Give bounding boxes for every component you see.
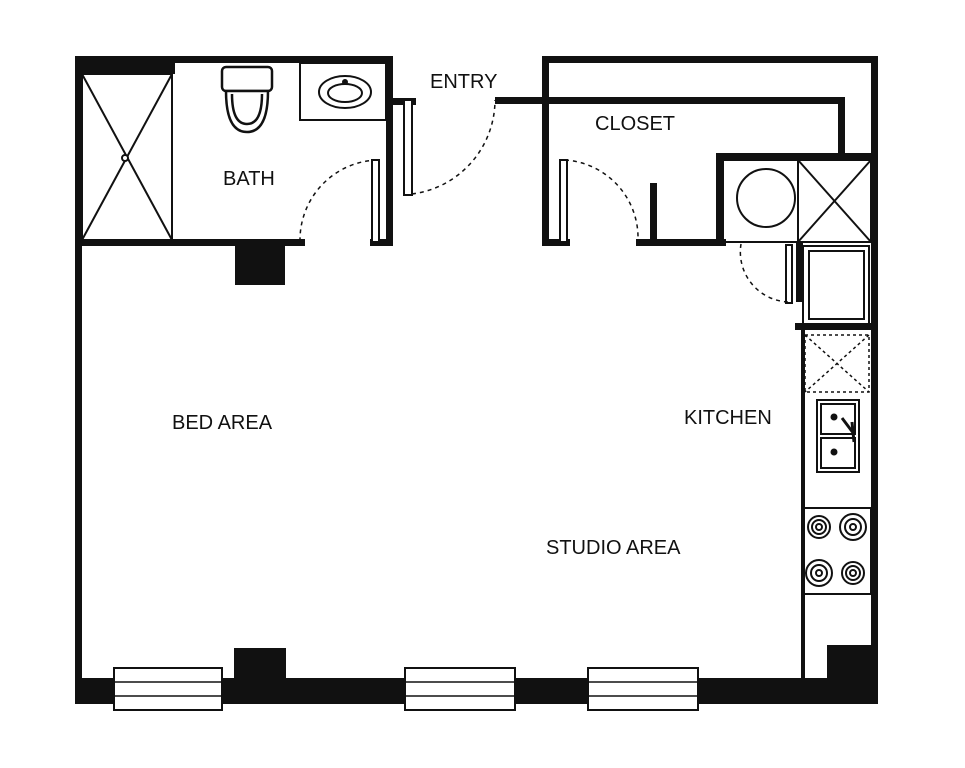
washer-icon — [722, 159, 799, 243]
studio-area-label: STUDIO AREA — [546, 537, 681, 559]
bath-door-leaf — [371, 159, 380, 243]
sink-icon — [299, 62, 387, 121]
entry-label: ENTRY — [430, 71, 497, 93]
entry-door-leaf — [403, 99, 413, 196]
dishwasher-icon — [804, 334, 870, 393]
column — [234, 648, 286, 680]
shower-icon — [81, 73, 173, 241]
stove-icon — [802, 507, 872, 595]
closet-label: CLOSET — [595, 113, 675, 135]
closet-walls — [495, 56, 878, 246]
burner-icon — [805, 559, 833, 587]
bed-area-label: BED AREA — [172, 412, 273, 434]
window-icon — [113, 667, 223, 711]
burner-icon — [807, 515, 831, 539]
bath-walls — [75, 56, 416, 285]
dryer-icon — [797, 159, 872, 243]
bath-label: BATH — [223, 168, 275, 190]
kitchen-label: KITCHEN — [684, 407, 772, 429]
door-swings — [299, 99, 793, 304]
door-swing-icon — [739, 243, 790, 303]
window-icon — [404, 667, 516, 711]
door-swing-icon — [564, 159, 639, 241]
burner-icon — [839, 513, 867, 541]
closet-door-leaf — [559, 159, 568, 243]
window-icon — [587, 667, 699, 711]
kitchen-walls — [795, 242, 878, 680]
kitchen-sink-icon — [816, 399, 860, 473]
refrigerator-icon — [802, 245, 870, 325]
windows — [113, 648, 699, 711]
door-swing-icon — [411, 99, 496, 195]
door-swing-icon — [299, 159, 378, 241]
toilet-icon — [220, 65, 274, 134]
laundry-door-leaf — [785, 244, 793, 304]
burner-icon — [841, 561, 865, 585]
